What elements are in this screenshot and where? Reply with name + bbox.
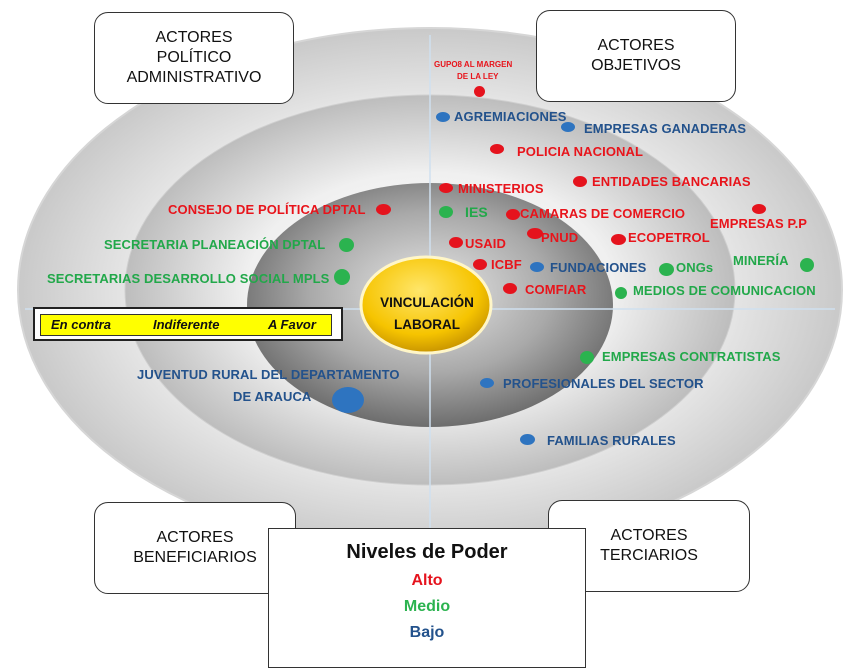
actor-dot-mineria	[800, 258, 814, 272]
power-level-legend: Niveles de Poder Alto Medio Bajo	[268, 528, 586, 668]
actor-label-empresas-contratistas: EMPRESAS CONTRATISTAS	[602, 349, 781, 364]
actor-dot-camaras-comercio	[506, 209, 520, 220]
actor-dot-fundaciones	[530, 262, 544, 272]
power-level-medium: Medio	[403, 598, 451, 615]
quadrant-terciarios-line1: ACTORES	[610, 527, 688, 544]
actor-dot-secretarias-desarrollo	[334, 269, 350, 285]
actor-label-mineria: MINERÍA	[733, 253, 789, 268]
actor-label-familias-rurales: FAMILIAS RURALES	[547, 433, 676, 448]
actor-dot-profesionales-sector	[480, 378, 494, 388]
actor-dot-juventud-rural	[332, 387, 364, 413]
quadrant-terciarios-line2: TERCIARIOS	[600, 547, 698, 564]
actor-dot-agremiaciones	[436, 112, 450, 122]
actor-label-ongs: ONGs	[676, 260, 714, 275]
center-label-line1: VINCULACIÓN	[380, 295, 474, 310]
actor-label-policia-nacional: POLICIA NACIONAL	[517, 144, 644, 159]
actor-label-medios-comunicacion: MEDIOS DE COMUNICACION	[633, 283, 816, 298]
actor-label-usaid: USAID	[465, 236, 506, 251]
actor-label-profesionales-sector: PROFESIONALES DEL SECTOR	[503, 376, 704, 391]
quadrant-politico-line3: ADMINISTRATIVO	[126, 69, 262, 86]
actor-label-ministerios: MINISTERIOS	[458, 181, 544, 196]
actor-label-consejo-politica: CONSEJO DE POLÍTICA DPTAL	[168, 202, 366, 217]
actor-label-camaras-comercio: CAMARAS DE COMERCIO	[520, 206, 686, 221]
quadrant-beneficiarios-line2: BENEFICIARIOS	[133, 549, 257, 566]
actor-label-empresas-ganaderas: EMPRESAS GANADERAS	[584, 121, 747, 136]
actor-label-ies: IES	[465, 204, 488, 220]
actor-label-secretaria-planeacion: SECRETARIA PLANEACIÓN DPTAL	[104, 237, 326, 252]
actor-label-grupos-margen-1: GUPO8 AL MARGEN	[434, 60, 513, 69]
center-label-line2: LABORAL	[394, 317, 460, 332]
actor-dot-pnud	[527, 228, 543, 239]
stance-legend: En contra Indiferente A Favor	[33, 307, 343, 341]
actor-label-entidades-bancarias: ENTIDADES BANCARIAS	[592, 174, 751, 189]
actor-label-juventud-rural-2: DE ARAUCA	[233, 389, 312, 404]
actor-dot-secretaria-planeacion	[339, 238, 354, 252]
actor-dot-grupos-margen	[474, 86, 485, 97]
actor-dot-medios-comunicacion	[615, 287, 627, 299]
actor-label-comfiar: COMFIAR	[525, 282, 587, 297]
actor-dot-consejo-politica	[376, 204, 391, 215]
actor-label-grupos-margen-2: DE LA LEY	[457, 72, 499, 81]
stance-neutral: Indiferente	[153, 317, 220, 332]
stance-against: En contra	[51, 317, 111, 332]
actor-dot-familias-rurales	[520, 434, 535, 445]
power-legend-title: Niveles de Poder	[346, 541, 508, 563]
quadrant-objetivos: ACTORES OBJETIVOS	[536, 10, 736, 102]
actor-label-pnud: PNUD	[541, 230, 579, 245]
quadrant-objetivos-line2: OBJETIVOS	[591, 57, 681, 74]
actor-dot-empresas-contratistas	[580, 351, 594, 364]
quadrant-politico-line1: ACTORES	[155, 29, 233, 46]
center-circle	[359, 255, 493, 355]
actor-label-secretarias-desarrollo: SECRETARIAS DESARROLLO SOCIAL MPLS	[47, 271, 330, 286]
actor-dot-usaid	[449, 237, 463, 248]
center-label: VINCULACIÓN LABORAL	[362, 292, 492, 336]
actor-label-ecopetrol: ECOPETROL	[628, 230, 710, 245]
actor-dot-policia-nacional	[490, 144, 504, 154]
actor-label-icbf: ICBF	[491, 257, 522, 272]
actor-dot-ministerios	[439, 183, 453, 193]
actor-dot-icbf	[473, 259, 487, 270]
quadrant-objetivos-line1: ACTORES	[597, 37, 675, 54]
actor-label-juventud-rural-1: JUVENTUD RURAL DEL DEPARTAMENTO	[137, 367, 400, 382]
actor-label-fundaciones: FUNDACIONES	[550, 260, 647, 275]
actor-label-empresas-pp: EMPRESAS P.P	[710, 216, 808, 231]
quadrant-politico-line2: POLÍTICO	[156, 49, 232, 66]
quadrant-politico-administrativo: ACTORES POLÍTICO ADMINISTRATIVO	[94, 12, 294, 104]
actor-dot-comfiar	[503, 283, 517, 294]
actor-dot-ies	[439, 206, 453, 218]
quadrant-beneficiarios-line1: ACTORES	[156, 529, 234, 546]
actor-dot-empresas-ganaderas	[561, 122, 575, 132]
actor-dot-entidades-bancarias	[573, 176, 587, 187]
actor-label-agremiaciones: AGREMIACIONES	[454, 109, 567, 124]
stance-favor: A Favor	[268, 317, 316, 332]
actor-dot-ecopetrol	[611, 234, 626, 245]
actor-dot-ongs	[659, 263, 674, 276]
power-level-low: Bajo	[409, 624, 445, 641]
stance-legend-bar: En contra Indiferente A Favor	[40, 314, 332, 336]
power-level-high: Alto	[411, 572, 443, 589]
actor-dot-empresas-pp	[752, 204, 766, 214]
quadrant-beneficiarios: ACTORES BENEFICIARIOS	[94, 502, 296, 594]
